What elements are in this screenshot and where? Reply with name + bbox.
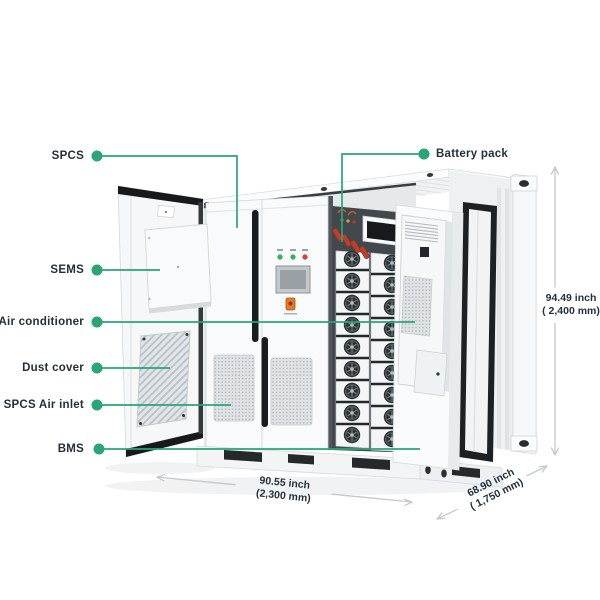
callout-dot-spcs [91, 150, 103, 162]
callout-dot-battery-pack [418, 148, 430, 160]
spcs-cabinet [205, 195, 329, 451]
dimension-height-inches: 94.49 inch [545, 292, 597, 304]
right-door-air-conditioner [392, 204, 464, 471]
callout-dot-dust-cover [91, 362, 103, 374]
callout-label-dust-cover: Dust cover [22, 362, 84, 374]
callout-lines [91, 148, 430, 455]
sems-box [144, 223, 212, 314]
dimension-arrows [156, 166, 560, 520]
dimension-label-height: 94.49 inch ( 2,400 mm) [537, 292, 600, 318]
spcs-control-panel [275, 249, 311, 315]
callout-label-battery-pack: Battery pack [436, 148, 509, 160]
dust-cover-panel [136, 330, 191, 428]
callout-label-sems: SEMS [50, 264, 84, 276]
callout-label-bms: BMS [57, 443, 84, 455]
callout-label-spcs: SPCS [51, 150, 84, 162]
callout-dot-spcs-air-inlet [91, 399, 103, 411]
callout-dot-air-conditioner [91, 316, 103, 328]
dimension-height-metric: ( 2,400 mm) [542, 305, 600, 317]
air-conditioner-unit [397, 214, 453, 397]
callout-dot-bms [93, 443, 105, 455]
right-end-door [459, 202, 497, 462]
callout-label-spcs-air-inlet: SPCS Air inlet [3, 399, 84, 411]
callout-label-air-conditioner: Air conditioner [0, 316, 84, 328]
callout-dot-sems [91, 264, 103, 276]
